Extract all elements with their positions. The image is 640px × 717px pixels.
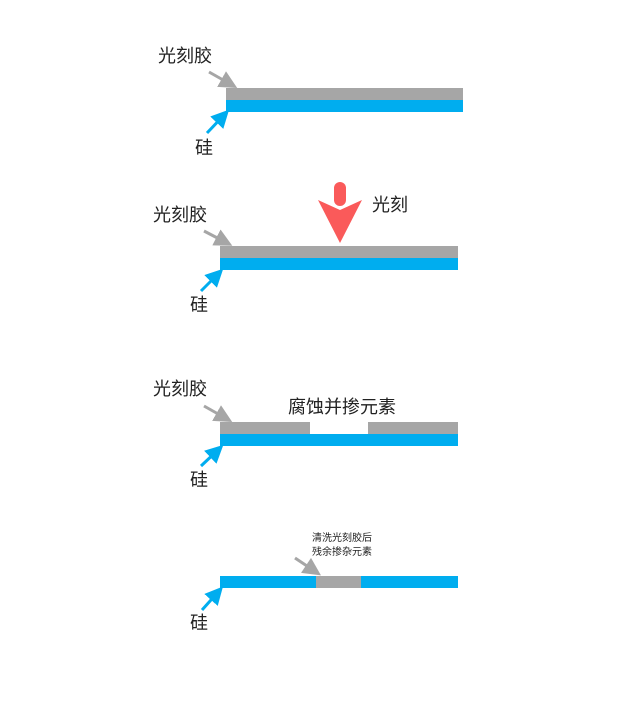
photoresist-layer — [226, 88, 463, 100]
process-label: 腐蚀并掺元素 — [288, 397, 396, 418]
residue-label-line1: 清洗光刻胶后 — [312, 531, 372, 544]
silicon-pointer-arrow — [200, 586, 224, 612]
panel-2: 光刻胶 硅 光刻 — [153, 182, 458, 316]
silicon-label: 硅 — [190, 470, 208, 491]
silicon-layer — [220, 258, 458, 270]
panel-3: 光刻胶 腐蚀并掺元素 硅 — [153, 379, 458, 491]
photoresist-label: 光刻胶 — [153, 205, 207, 226]
residue-label-line2: 残余掺杂元素 — [312, 545, 372, 558]
residue-pointer-arrow — [294, 556, 321, 576]
silicon-label: 硅 — [190, 295, 208, 316]
panel-4: 清洗光刻胶后 残余掺杂元素 硅 — [190, 531, 458, 634]
silicon-label: 硅 — [195, 138, 213, 159]
photoresist-pointer-arrow — [203, 404, 233, 422]
doped-region — [316, 576, 361, 588]
photoresist-pointer-arrow — [208, 70, 238, 88]
exposure-label: 光刻 — [372, 195, 408, 216]
silicon-pointer-arrow — [199, 268, 224, 293]
light-exposure-arrow-icon — [318, 182, 362, 243]
silicon-label: 硅 — [190, 613, 208, 634]
photoresist-segment-left — [220, 422, 310, 434]
photoresist-segment-right — [368, 422, 458, 434]
silicon-layer — [226, 100, 463, 112]
photoresist-label: 光刻胶 — [158, 46, 212, 67]
panel-1: 光刻胶 硅 — [158, 46, 463, 159]
silicon-pointer-arrow — [205, 109, 230, 135]
silicon-pointer-arrow — [199, 444, 224, 468]
silicon-layer — [220, 434, 458, 446]
photoresist-layer — [220, 246, 458, 258]
photoresist-pointer-arrow — [203, 229, 233, 246]
photoresist-label: 光刻胶 — [153, 379, 207, 400]
